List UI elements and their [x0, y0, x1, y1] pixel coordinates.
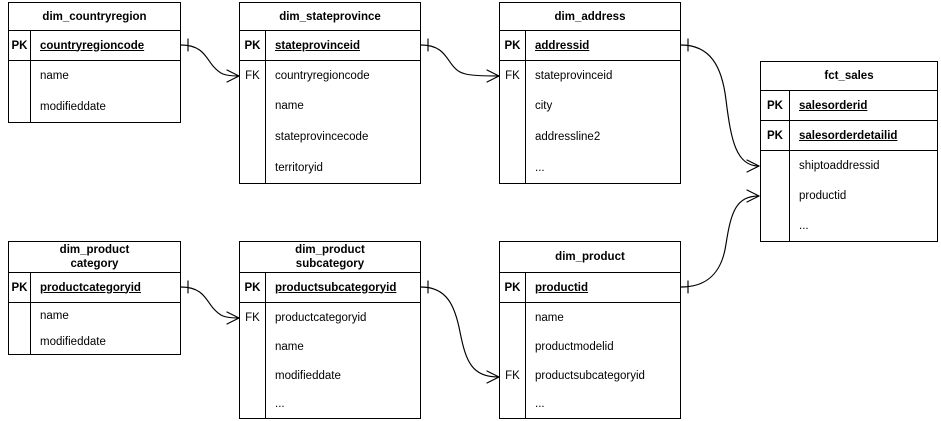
attribute-body-block: FK productcategoryid name modifieddate .… — [240, 303, 420, 418]
attribute-name: productid — [535, 281, 589, 294]
attribute-row-pk[interactable]: PK addressid — [500, 31, 680, 61]
key-label — [9, 61, 30, 91]
relationship-countryregion-stateprovince — [180, 38, 240, 83]
attribute-row-pk[interactable]: PK productid — [500, 273, 680, 303]
attribute-row-pk[interactable]: PK countryregioncode — [9, 31, 180, 61]
relationship-product-fctsales — [680, 189, 760, 294]
attribute-name: productcategoryid — [40, 281, 141, 294]
entity-title: dim_address — [500, 3, 680, 31]
attribute-body-block: FK countryregioncode name stateprovincec… — [240, 61, 420, 183]
attribute-name: productsubcategoryid — [535, 369, 645, 382]
attribute-name: shiptoaddressid — [799, 160, 880, 172]
attribute-name: ... — [799, 220, 809, 232]
entity-title: dim_stateprovince — [240, 3, 420, 31]
attribute-name: productcategoryid — [275, 311, 367, 324]
key-label: PK — [500, 273, 526, 302]
entity-dim-product-category[interactable]: dim_product category PK productcategoryi… — [8, 241, 181, 355]
key-label: FK — [245, 311, 260, 324]
key-label — [9, 91, 30, 122]
key-label — [500, 303, 525, 332]
key-label — [761, 211, 789, 241]
attribute-row-pk[interactable]: PK productcategoryid — [9, 273, 180, 303]
key-label: PK — [9, 31, 31, 60]
attribute-name: name — [275, 340, 304, 353]
attribute-name: stateprovinceid — [535, 70, 613, 82]
entity-dim-address[interactable]: dim_address PK addressid FK stateprovinc… — [499, 2, 681, 184]
relationship-stateprovince-address — [420, 38, 500, 83]
key-label — [500, 152, 525, 183]
key-label: PK — [9, 273, 31, 302]
entity-dim-product-subcategory[interactable]: dim_product subcategory PK productsubcat… — [239, 241, 421, 419]
attribute-name: productsubcategoryid — [275, 281, 397, 294]
attribute-name: ... — [275, 398, 285, 410]
attribute-row-pk[interactable]: PK productsubcategoryid — [240, 273, 420, 303]
attribute-body-block: FK stateprovinceid city addressline2 ... — [500, 61, 680, 183]
key-label — [761, 181, 789, 211]
key-label — [240, 121, 265, 152]
entity-title: dim_product category — [9, 242, 180, 273]
key-label — [500, 91, 525, 121]
attribute-name: name — [535, 311, 564, 324]
key-label: PK — [240, 31, 266, 60]
key-label: FK — [245, 70, 260, 82]
attribute-name: name — [40, 70, 69, 82]
attribute-row-pk[interactable]: PK stateprovinceid — [240, 31, 420, 61]
entity-dim-countryregion[interactable]: dim_countryregion PK countryregioncode n… — [8, 2, 181, 123]
attribute-name: modifieddate — [40, 335, 106, 348]
attribute-body-block: FK name productmodelid productsubcategor… — [500, 303, 680, 418]
relationship-subcategory-product — [420, 280, 500, 384]
attribute-name: territoryid — [275, 161, 323, 174]
attribute-body-block: name modifieddate — [9, 303, 180, 354]
relationship-productcategory-subcategory — [180, 280, 240, 325]
attribute-row-pk[interactable]: PK salesorderdetailid — [761, 121, 937, 151]
entity-dim-stateprovince[interactable]: dim_stateprovince PK stateprovinceid FK … — [239, 2, 421, 184]
attribute-name: productid — [799, 190, 847, 202]
entity-title: dim_product — [500, 242, 680, 273]
key-label: PK — [761, 121, 790, 150]
key-label — [9, 303, 30, 329]
attribute-name: countryregioncode — [275, 70, 370, 82]
attribute-row-pk[interactable]: PK salesorderid — [761, 91, 937, 121]
attribute-name: name — [40, 310, 69, 322]
attribute-name: ... — [535, 161, 545, 174]
attribute-body-block: name modifieddate — [9, 61, 180, 122]
attribute-name: addressid — [535, 39, 590, 52]
relationship-address-fctsales — [680, 38, 760, 173]
attribute-name: salesorderdetailid — [799, 129, 898, 142]
entity-fct-sales[interactable]: fct_sales PK salesorderid PK salesorderd… — [760, 61, 938, 242]
key-label — [240, 152, 265, 183]
key-label — [500, 121, 525, 152]
entity-title: dim_countryregion — [9, 3, 180, 31]
attribute-name: modifieddate — [40, 100, 106, 113]
key-label: FK — [505, 369, 520, 382]
key-label — [240, 390, 265, 418]
key-label — [500, 390, 525, 418]
attribute-name: modifieddate — [275, 369, 341, 382]
attribute-body-block: shiptoaddressid productid ... — [761, 151, 937, 241]
attribute-name: stateprovincecode — [275, 130, 369, 143]
attribute-name: productmodelid — [535, 340, 614, 353]
entity-title: fct_sales — [761, 62, 937, 91]
key-label: PK — [240, 273, 266, 302]
attribute-name: addressline2 — [535, 130, 601, 143]
key-label — [240, 91, 265, 121]
key-label — [500, 332, 525, 361]
key-label: PK — [761, 91, 790, 120]
attribute-name: city — [535, 100, 553, 112]
key-label: FK — [505, 70, 520, 82]
key-label: PK — [500, 31, 526, 60]
key-label — [240, 332, 265, 361]
entity-title: dim_product subcategory — [240, 242, 420, 273]
key-label — [761, 151, 789, 181]
attribute-name: salesorderid — [799, 99, 868, 112]
key-label — [240, 361, 265, 390]
attribute-name: countryregioncode — [40, 39, 145, 52]
key-label — [9, 329, 30, 354]
entity-dim-product[interactable]: dim_product PK productid FK name product… — [499, 241, 681, 419]
attribute-name: stateprovinceid — [275, 39, 360, 52]
attribute-name: name — [275, 100, 304, 112]
attribute-name: ... — [535, 398, 545, 410]
